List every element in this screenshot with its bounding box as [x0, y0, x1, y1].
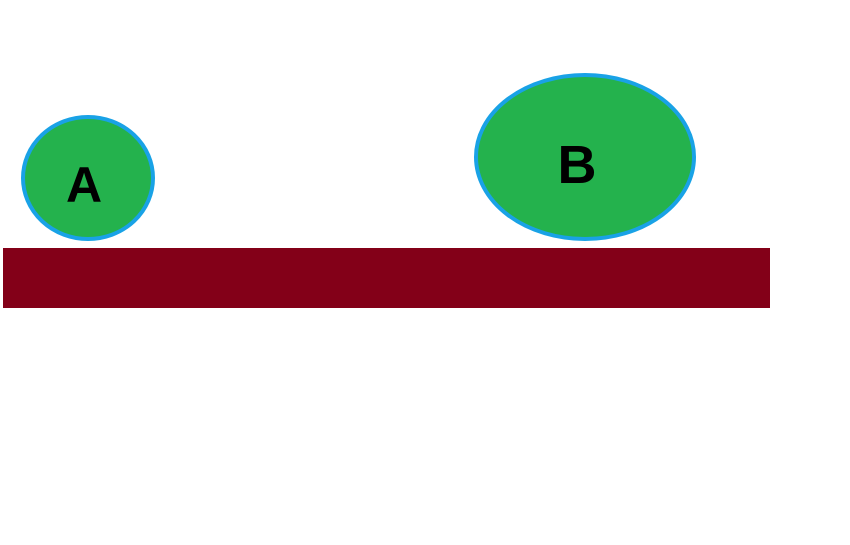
ball-b-shape	[474, 73, 696, 241]
ball-a-label: A	[66, 157, 102, 213]
surface-bar	[3, 248, 770, 308]
ball-a-shape	[21, 115, 155, 241]
ball-b-label: B	[558, 135, 597, 195]
ball-a: A	[21, 115, 155, 241]
ball-b: B	[474, 73, 696, 241]
